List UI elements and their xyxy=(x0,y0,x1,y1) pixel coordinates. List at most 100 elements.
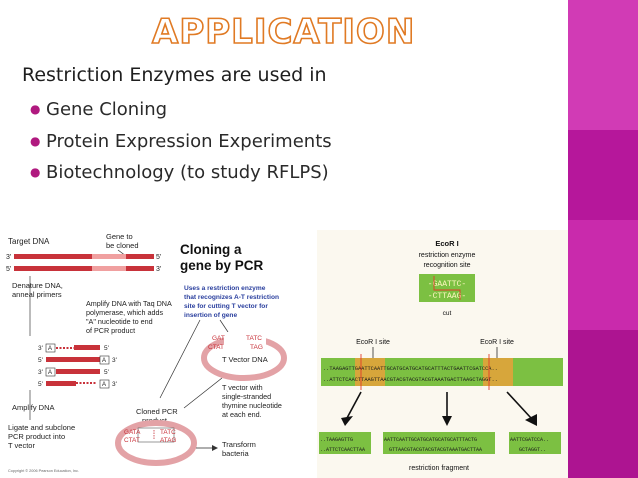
target-dna-label: Target DNA xyxy=(8,237,50,246)
pcr-strand xyxy=(74,345,100,350)
gene-label-line2: be cloned xyxy=(106,241,139,250)
enzyme-label: EcoR I xyxy=(435,239,458,248)
strand-end-label: 5' xyxy=(104,369,109,376)
note-line1: Uses a restriction enzyme xyxy=(184,285,266,292)
amplify-taq-line2: polymerase, which adds xyxy=(86,308,164,317)
a-overhang-box xyxy=(99,379,110,389)
ligate-label-line1: Ligate and subclone xyxy=(8,423,75,432)
t-vector-dna-label: T Vector DNA xyxy=(222,355,268,364)
pcr-cloning-figure: Target DNA Gene to be cloned 3' 5' 5' 3'… xyxy=(0,228,316,478)
fragment-left-bottom: ..ATTCTCAACTTAA xyxy=(320,447,365,453)
dna-strand-top: ..TAAGAGTTGAATTCAATTGCATGCATGCATGCATTTAC… xyxy=(323,366,498,372)
bullet-item: ● Protein Expression Experiments xyxy=(30,131,332,152)
a-overhang-label: A xyxy=(102,358,106,364)
fragment-left xyxy=(319,432,371,454)
bullet-item: ● Gene Cloning xyxy=(30,99,167,120)
denature-label-line2: anneal primers xyxy=(12,290,62,299)
a-overhang-label: A xyxy=(102,382,106,388)
t-vector-desc-line2: single-stranded xyxy=(222,392,271,401)
bullet-dot-icon: ● xyxy=(30,102,41,116)
a-overhang-box xyxy=(99,355,110,365)
cut-line xyxy=(433,276,461,300)
t-vector-desc-line1: T vector with xyxy=(222,383,263,392)
recognition-label-line2: recognition site xyxy=(423,262,470,269)
fragment-right-bottom: GCTAGGT.. xyxy=(519,447,546,453)
recognition-site-bottom: -CTTAAG- xyxy=(428,292,466,301)
arrow-down-icon xyxy=(525,414,537,426)
fragment-left-top: ..TAAGAGTTG xyxy=(320,437,353,443)
slide-title: APPLICATION xyxy=(151,11,416,53)
fragment-middle-bottom: GTTAACGTACGTACGTACGTAAATGACTTAA xyxy=(389,447,482,453)
strand-end-label: 5' xyxy=(104,345,109,352)
strand-end-label: 5' xyxy=(6,266,11,273)
recognition-label-line1: restriction enzyme xyxy=(419,252,476,259)
t-vector-desc-line4: at each end. xyxy=(222,410,262,419)
cloned-seq-ctat: CTAT xyxy=(124,437,140,444)
strand-end-label: 5' xyxy=(156,254,161,261)
strand-end-label: 5' xyxy=(38,357,43,364)
note-pointer-right xyxy=(219,319,229,333)
fragment-right xyxy=(509,432,561,454)
strand-end-label: 3' xyxy=(112,381,117,388)
site-label-left: EcoR I site xyxy=(356,339,390,346)
cloned-seq-atag: ATAG xyxy=(160,437,176,444)
pcr-strand xyxy=(46,357,100,362)
arrow-down-icon xyxy=(341,416,353,426)
recognition-site-top: -GAATTC- xyxy=(428,280,466,289)
intro-text: Restriction Enzymes are used in xyxy=(22,64,327,86)
bullet-text: Gene Cloning xyxy=(46,99,168,120)
denature-label-line1: Denature DNA, xyxy=(12,281,63,290)
arrow-shaft xyxy=(346,391,362,419)
gene-label-line1: Gene to xyxy=(106,232,133,241)
cloned-seq-gata: GATA xyxy=(124,429,141,436)
t-vector-desc-line3: thymine nucleotide xyxy=(222,401,282,410)
pcr-primer-strands: 3' A 5' 5' A 3' 3' A 5' 5' A 3' xyxy=(38,343,117,389)
pcr-strand xyxy=(46,381,76,386)
a-overhang-box xyxy=(45,367,56,377)
note-pointer-left xyxy=(159,319,201,399)
decorative-side-bar xyxy=(568,0,638,478)
fragment-right-top: AATTCGATCCA.. xyxy=(510,437,549,443)
cloned-seq-tatc: TATC xyxy=(160,429,176,436)
amplify-taq-line4: of PCR product xyxy=(86,326,135,335)
strand-end-label: 3' xyxy=(156,266,161,273)
t-vector-seq-tag: TAG xyxy=(250,344,263,351)
amplify-taq-line3: "A" nucleotide to end xyxy=(86,317,153,326)
t-vector-seq-ctat: CTAT xyxy=(208,344,224,351)
a-overhang-box xyxy=(45,343,56,353)
target-dna-strand-bottom xyxy=(14,266,154,271)
bullet-item: ●Biotechnology (to study RFLPS) xyxy=(30,162,329,183)
flow-line xyxy=(183,377,223,409)
note-line4: insertion of gene xyxy=(184,312,237,319)
cloned-plasmid xyxy=(115,420,197,466)
arrow-down-icon xyxy=(442,416,452,426)
t-vector-gap xyxy=(224,332,266,348)
transform-label-line2: bacteria xyxy=(222,449,250,458)
gene-region-bottom xyxy=(92,266,126,271)
strand-end-label: 3' xyxy=(112,357,117,364)
t-vector-seq-gat: GAT xyxy=(212,335,225,342)
strand-end-label: 3' xyxy=(38,345,43,352)
recognition-site-box xyxy=(419,274,475,302)
arrow-shaft xyxy=(506,391,532,419)
amplify-taq-line1: Amplify DNA with Taq DNA xyxy=(86,299,172,308)
bullet-text: Protein Expression Experiments xyxy=(46,131,332,152)
target-dna-strand-top xyxy=(14,254,154,259)
restriction-fragment-label: restriction fragment xyxy=(409,465,469,472)
ecori-site-highlight-right xyxy=(483,358,513,386)
ligate-label-line2: PCR product into xyxy=(8,432,65,441)
gene-region-top xyxy=(92,254,126,259)
arrow-head-icon xyxy=(212,445,218,451)
bullet-dot-icon: ● xyxy=(30,165,41,179)
cloned-pcr-label-line1: Cloned PCR xyxy=(136,407,178,416)
a-overhang-label: A xyxy=(48,370,52,376)
note-line3: site for cutting T vector for xyxy=(184,303,268,310)
site-label-right: EcoR I site xyxy=(480,339,514,346)
figure-heading-line2: gene by PCR xyxy=(180,258,264,273)
figure-heading-line1: Cloning a xyxy=(180,242,242,257)
bullet-dot-icon: ● xyxy=(30,134,41,148)
fragment-middle-top: AATTCAATTGCATGCATGCATGCATTTACTG xyxy=(384,437,477,443)
t-vector-seq-tatc: TATC xyxy=(246,335,262,342)
pcr-strand xyxy=(56,369,100,374)
